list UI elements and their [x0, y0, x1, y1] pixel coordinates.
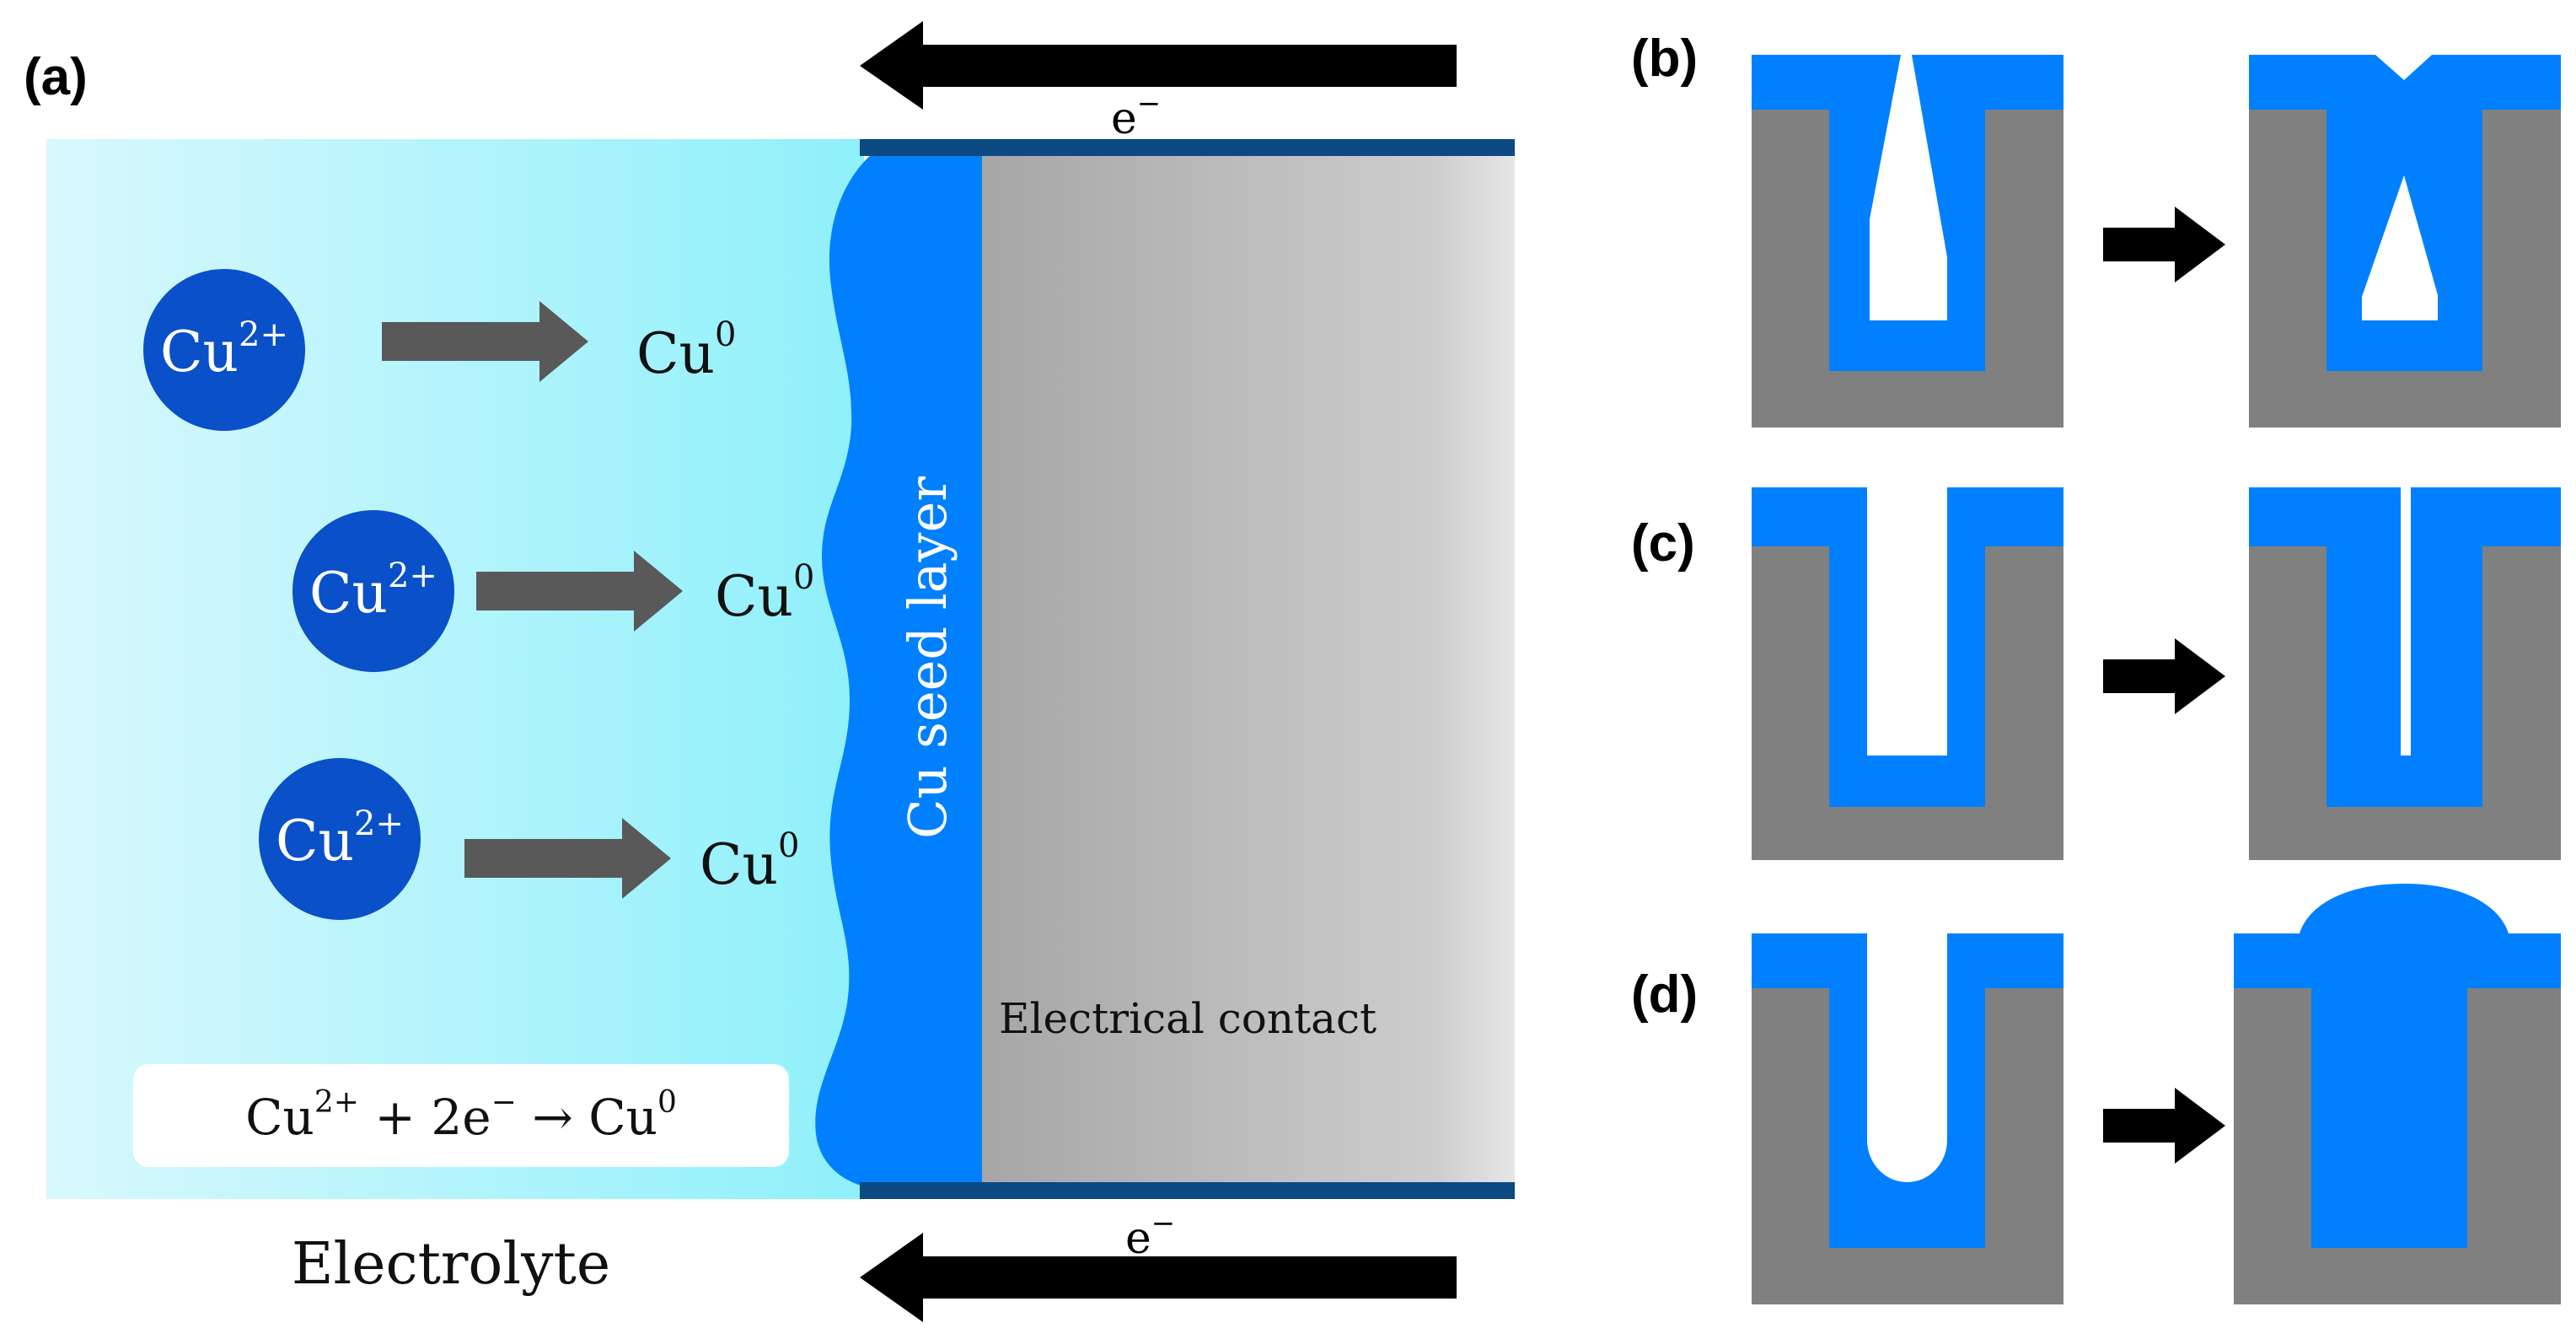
cu-ion-1-label: Cu2+: [160, 315, 288, 384]
top-contact-rail: [860, 139, 1515, 156]
top-electron-label: e−: [1111, 87, 1161, 144]
seed-layer-label: Cu seed layer: [897, 476, 958, 839]
cu-ion-2-label: Cu2+: [309, 557, 437, 626]
bottom-electron-label: e−: [1125, 1207, 1175, 1264]
panel-d-label: (d): [1631, 965, 1698, 1024]
panel-a-label: (a): [24, 48, 88, 106]
substrate: [1752, 546, 2063, 860]
process-arrow-d: [2103, 1088, 2225, 1164]
electrolyte-label: Electrolyte: [292, 1231, 610, 1298]
equation-box: [133, 1064, 789, 1167]
substrate: [1752, 988, 2063, 1304]
reduction-arrow-2: [476, 551, 683, 632]
electrical-contact-block: [982, 150, 1515, 1189]
substrate: [2249, 546, 2561, 860]
cu-atom-3-label: Cu0: [700, 826, 799, 897]
trench-b-before: [1752, 55, 2063, 428]
ion-row-2: Cu2+ Cu0: [292, 510, 814, 672]
void: [1870, 55, 1947, 320]
panel-c: (c): [1631, 487, 2561, 860]
open-trench: [1867, 487, 1947, 756]
panel-b-label: (b): [1631, 30, 1698, 88]
ion-row-1: Cu2+ Cu0: [143, 269, 736, 431]
open-trench: [1867, 933, 1947, 1182]
cu-ion-3-label: Cu2+: [276, 804, 404, 874]
trench-c-after: [2249, 487, 2561, 860]
void: [2362, 175, 2438, 320]
top-electron-arrow: [860, 21, 1457, 110]
substrate: [2234, 988, 2561, 1304]
electrical-contact-label: Electrical contact: [999, 994, 1377, 1043]
trench-d-before: [1752, 933, 2063, 1304]
panel-d: (d): [1631, 884, 2561, 1304]
cu-atom-1-label: Cu0: [636, 315, 736, 386]
bottom-contact-rail: [860, 1182, 1515, 1199]
reduction-arrow-1: [382, 301, 588, 382]
panel-c-label: (c): [1631, 514, 1695, 573]
panel-b: (b): [1631, 30, 2561, 428]
trench-d-after: [2234, 884, 2561, 1304]
reduction-arrow-3: [464, 818, 671, 899]
reduction-equation: Cu2+ + 2e− → Cu0: [245, 1085, 677, 1146]
substrate: [1752, 110, 2063, 428]
panel-a: (a) e− e− Cu seed layer Electrical conta…: [24, 21, 1515, 1322]
seam: [2401, 487, 2411, 756]
cu-atom-2-label: Cu0: [715, 558, 814, 629]
process-arrow-b: [2103, 207, 2225, 282]
cu-ion-2: [292, 510, 454, 672]
bottom-electron-arrow: [860, 1233, 1457, 1322]
cu-ion-1: [143, 269, 305, 431]
process-arrow-c: [2103, 638, 2225, 714]
trench-c-before: [1752, 487, 2063, 860]
trench-b-after: [2249, 55, 2561, 428]
substrate: [2249, 110, 2561, 428]
cu-ion-3: [259, 758, 421, 920]
ion-row-3: Cu2+ Cu0: [259, 758, 799, 920]
cu-seed-layer: [815, 150, 982, 1189]
